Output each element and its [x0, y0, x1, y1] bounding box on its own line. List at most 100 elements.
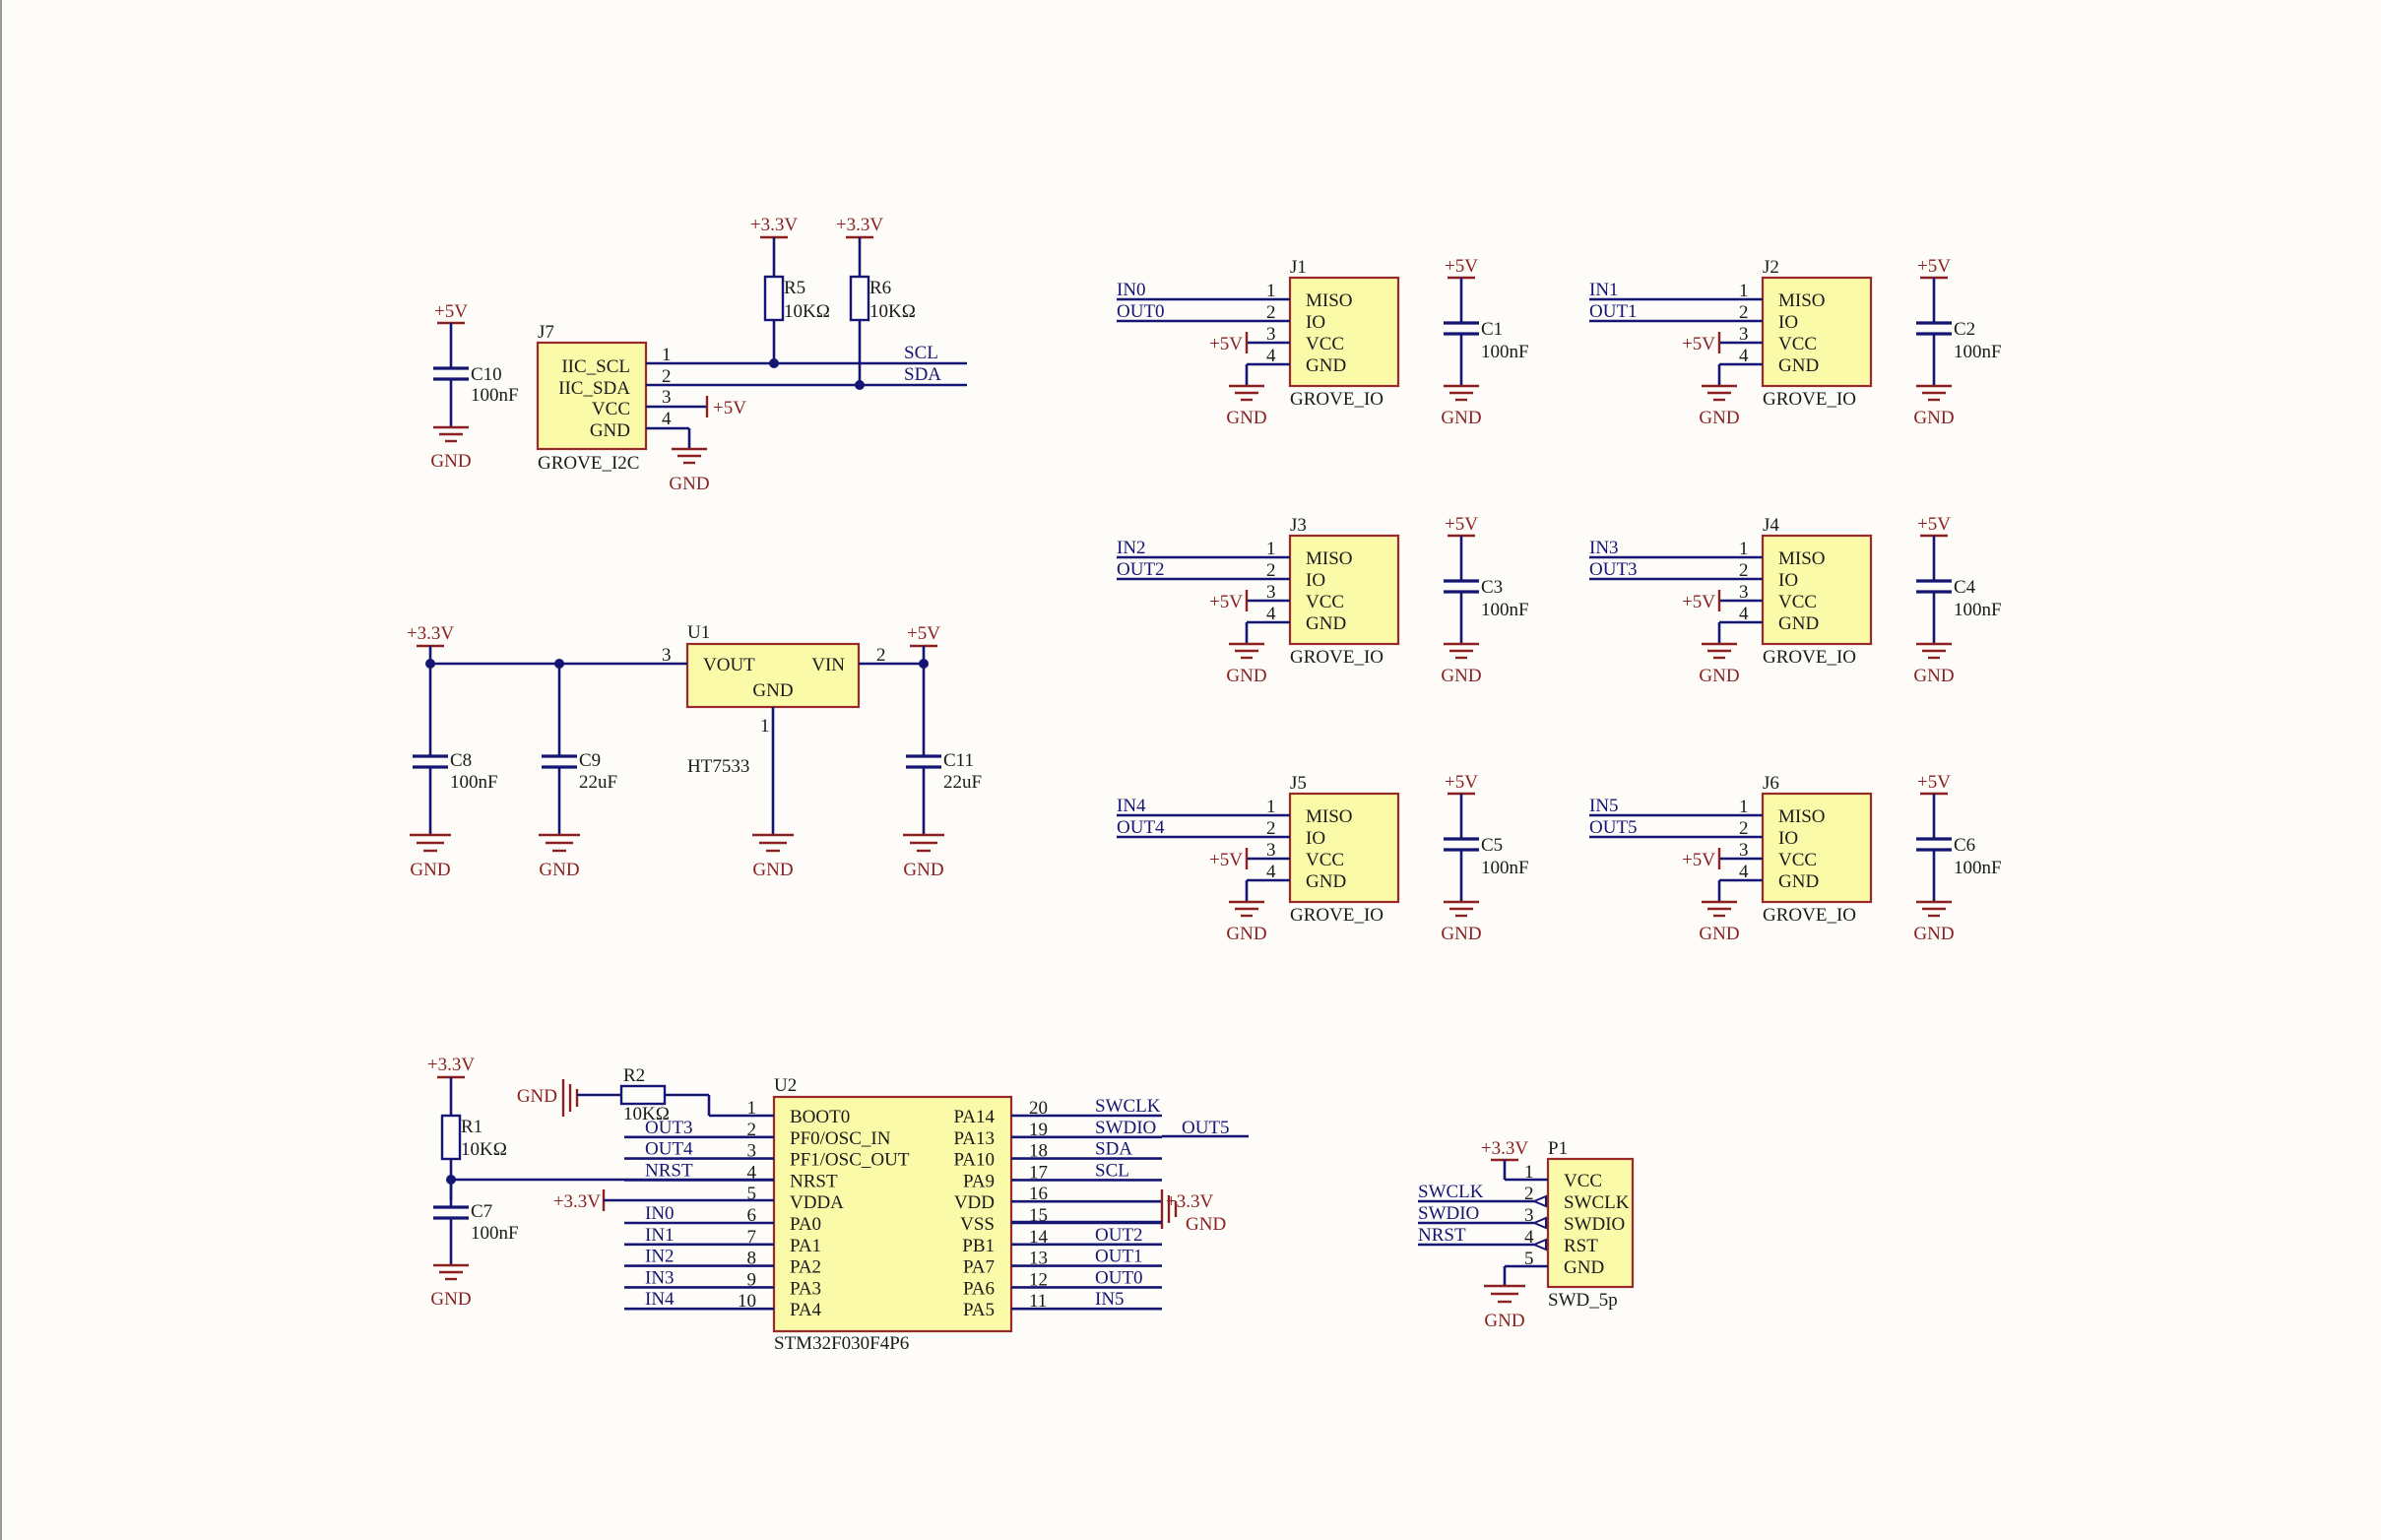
gnd-label: GND	[1226, 666, 1266, 686]
u2-pin-label: PA4	[790, 1300, 822, 1320]
net-label: OUT0	[1095, 1267, 1143, 1288]
power-5v-label: +5V	[907, 623, 940, 644]
net-label: IN0	[645, 1203, 675, 1224]
power-3v3-label: +3.3V	[427, 1055, 475, 1075]
net-label: IN1	[645, 1225, 675, 1246]
connector-pin-num: 4	[1739, 862, 1749, 882]
gnd-label: GND	[430, 1289, 471, 1310]
connector-pin-label: IO	[1306, 312, 1325, 333]
gnd-label: GND	[1913, 408, 1954, 428]
j7-connector: J7 GROVE_I2C IIC_SCL IIC_SDA VCC GND 1 2…	[536, 322, 967, 494]
connector-pin-label: GND	[1306, 613, 1346, 634]
j7-pin-num: 3	[662, 387, 672, 408]
net-label: OUT2	[1117, 559, 1165, 580]
gnd-label: GND	[1441, 924, 1481, 944]
u1-pin-num: 3	[662, 645, 672, 666]
gnd-label: GND	[1699, 408, 1739, 428]
u2-pin-label: PA1	[790, 1236, 821, 1256]
cap-val: 100nF	[1481, 342, 1529, 362]
u2-power-nets: +3.3V +3.3V GND OUT5	[553, 1118, 1249, 1235]
c10-val: 100nF	[471, 385, 519, 406]
connector-pin-num: 2	[1739, 818, 1749, 839]
power-5v-label: +5V	[1209, 334, 1243, 354]
connector-pin-num: 3	[1739, 582, 1749, 603]
u2-pins: BOOT01PF0/OSC_IN2OUT3PF1/OSC_OUT3OUT4NRS…	[624, 1096, 1162, 1320]
j7-type: GROVE_I2C	[538, 453, 639, 474]
connector-pin-num: 1	[1266, 281, 1276, 301]
grove-j6: J6GROVE_IOMISO1IO2VCC3GND4IN5OUT5+5VGND+…	[1589, 772, 2002, 944]
u2-pin-label: NRST	[790, 1171, 838, 1191]
connector-pin-label: VCC	[1306, 334, 1344, 354]
net-label: SWCLK	[1418, 1182, 1484, 1202]
u2-pin-num: 1	[747, 1098, 757, 1119]
connector-pin-label: VCC	[1306, 850, 1344, 870]
gnd-label: GND	[1484, 1311, 1524, 1331]
u2-pin-num: 5	[747, 1184, 757, 1204]
j7-ref: J7	[538, 322, 554, 343]
gnd-label: GND	[1441, 666, 1481, 686]
net-label: SWCLK	[1095, 1096, 1161, 1117]
u2-pin-num: 4	[747, 1162, 757, 1183]
connector-pin-label: VCC	[1778, 334, 1817, 354]
connector-pin-label: GND	[1778, 613, 1819, 634]
r6-val: 10KΩ	[869, 301, 916, 322]
power-5v-label: +5V	[1209, 592, 1243, 612]
r6-resistor: +3.3V R6 10KΩ	[836, 215, 916, 390]
gnd-label: GND	[430, 451, 471, 472]
u1-part: HT7533	[687, 756, 749, 777]
connector-pin-num: 1	[1739, 539, 1749, 559]
u2-pin-num: 13	[1029, 1249, 1048, 1269]
connector-pin-label: GND	[1306, 355, 1346, 376]
connector-pin-label: VCC	[1778, 850, 1817, 870]
connector-type: GROVE_IO	[1290, 647, 1384, 668]
connector-pin-num: 2	[1266, 818, 1276, 839]
net-label: IN2	[645, 1247, 675, 1267]
u2-pin-num: 2	[747, 1120, 757, 1140]
connector-pin-num: 1	[1739, 797, 1749, 817]
power-3v3-label: +3.3V	[1166, 1191, 1213, 1212]
net-label: IN4	[1117, 796, 1146, 816]
cap-val: 100nF	[1481, 858, 1529, 878]
connector-pin-num: 1	[1266, 797, 1276, 817]
connector-pin-num: 4	[1739, 604, 1749, 624]
connector-pin-label: IO	[1778, 828, 1798, 849]
c10-capacitor: +5V C10 100nF GND	[430, 301, 518, 472]
connector-pin-num: 2	[1266, 560, 1276, 581]
p1-pin-num: 2	[1524, 1184, 1534, 1204]
power-5v-label: +5V	[1682, 334, 1715, 354]
gnd-label: GND	[903, 860, 943, 880]
u2-pin-num: 7	[747, 1227, 757, 1248]
connector-pin-num: 2	[1739, 560, 1749, 581]
power-3v3-label: +3.3V	[407, 623, 454, 644]
net-label: IN0	[1117, 280, 1146, 300]
u2-pin-num: 10	[738, 1291, 756, 1312]
connector-pin-label: IO	[1778, 570, 1798, 591]
cap-val: 100nF	[1954, 858, 2002, 878]
u2-pin-num: 11	[1029, 1291, 1047, 1312]
net-label: NRST	[645, 1160, 693, 1181]
c11-ref: C11	[943, 750, 974, 771]
gnd-label: GND	[410, 860, 450, 880]
u2-pin-label: PF0/OSC_IN	[790, 1128, 891, 1149]
u2-pin-label: BOOT0	[790, 1107, 850, 1127]
pin-arrow	[1531, 1216, 1547, 1230]
connector-pin-num: 1	[1739, 281, 1749, 301]
u1-regulator: U1 VOUT VIN GND HT7533 3 2 1 +3.3V +5V G…	[407, 622, 940, 880]
gnd-label: GND	[1913, 666, 1954, 686]
connector-pin-num: 1	[1266, 539, 1276, 559]
p1-pin-label: SWDIO	[1564, 1214, 1625, 1235]
u2-pin-label: PA7	[963, 1257, 995, 1278]
cap-val: 100nF	[1954, 342, 2002, 362]
c10-ref: C10	[471, 364, 502, 385]
net-label: OUT3	[1589, 559, 1638, 580]
net-label: OUT4	[1117, 817, 1165, 838]
u2-pin-label: PA13	[953, 1128, 995, 1149]
c7-capacitor: C7 100nF GND	[430, 1180, 519, 1310]
connector-pin-num: 4	[1266, 604, 1276, 624]
u2-pin-num: 19	[1029, 1120, 1048, 1140]
c8-ref: C8	[450, 750, 472, 771]
cap-ref: C5	[1481, 835, 1503, 856]
connector-ref: J1	[1290, 257, 1307, 278]
power-3v3-label: +3.3V	[750, 215, 798, 235]
